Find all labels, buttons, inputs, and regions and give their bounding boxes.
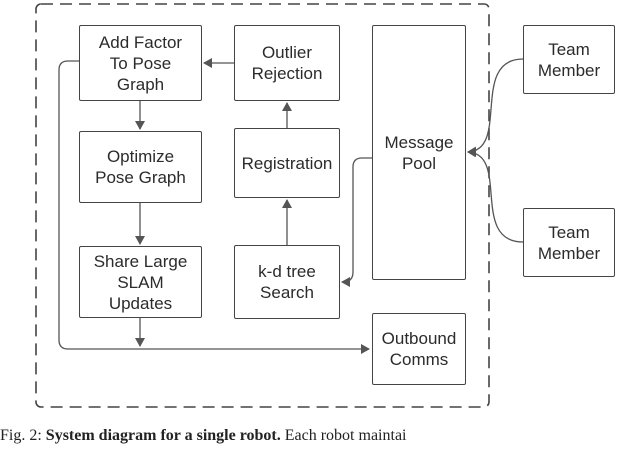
add-factor-box: Add Factor To Pose Graph <box>79 25 202 101</box>
share-slam-updates-box: Share Large SLAM Updates <box>79 246 202 318</box>
caption-title: System diagram for a single robot. <box>45 427 281 444</box>
outbound-comms-box: Outbound Comms <box>372 313 466 385</box>
arrow-team1-to-pool <box>467 58 524 157</box>
caption-prefix: Fig. 2: <box>0 427 46 444</box>
outlier-rejection-box: Outlier Rejection <box>234 25 340 101</box>
figure-caption: Fig. 2: System diagram for a single robo… <box>0 421 640 451</box>
arrow-team2-to-pool <box>467 147 524 243</box>
team-member-box-1: Team Member <box>523 25 615 94</box>
caption-text: Each robot maintai <box>280 427 407 444</box>
arrow-bypass-to-outbound <box>58 60 370 354</box>
optimize-pose-graph-box: Optimize Pose Graph <box>79 131 202 203</box>
registration-box: Registration <box>234 128 340 198</box>
team-member-box-2: Team Member <box>523 208 615 277</box>
kd-tree-search-box: k-d tree Search <box>234 245 340 319</box>
robot-boundary <box>35 3 490 408</box>
message-pool-box: Message Pool <box>372 25 466 280</box>
arrow-pool-to-kd <box>341 157 372 287</box>
